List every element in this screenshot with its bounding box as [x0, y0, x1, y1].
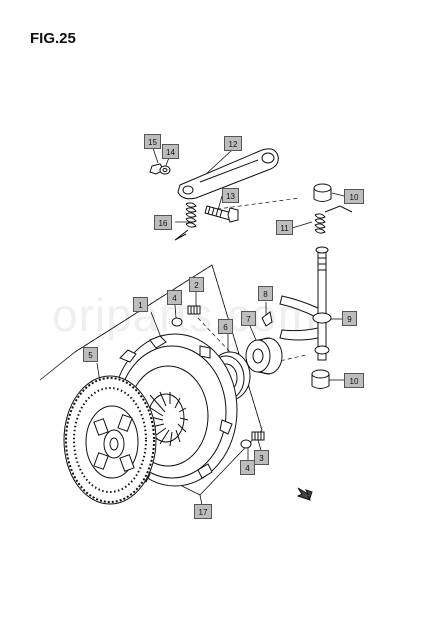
bolt	[204, 205, 239, 223]
callout-12: 12	[224, 136, 242, 151]
callout-16: 16	[154, 215, 172, 230]
clutch-disc	[63, 375, 157, 505]
bolt-upper	[187, 305, 201, 315]
callout-13: 13	[222, 188, 239, 203]
release-bearing	[245, 337, 283, 375]
assembly-outline	[39, 264, 263, 496]
callout-2: 2	[189, 277, 204, 292]
figure-title: FIG.25	[30, 30, 76, 47]
direction-arrow-icon	[296, 487, 313, 501]
callout-1: 1	[133, 297, 148, 312]
torsion-spring	[314, 205, 353, 234]
bushing-lower	[311, 369, 330, 389]
washer-lower	[240, 439, 252, 449]
release-lever	[177, 148, 279, 200]
callout-14: 14	[162, 144, 179, 159]
callout-15: 15	[144, 134, 161, 149]
callout-6: 6	[218, 319, 233, 334]
callout-3: 3	[254, 450, 269, 465]
nut-washer	[149, 163, 171, 175]
callout-10-upper: 10	[344, 189, 364, 204]
callout-11: 11	[276, 220, 293, 235]
release-shaft	[279, 246, 332, 361]
callout-5: 5	[83, 347, 98, 362]
bushing-upper	[313, 183, 332, 202]
callout-8: 8	[258, 286, 273, 301]
callout-9: 9	[342, 311, 357, 326]
callout-4-lower: 4	[240, 460, 255, 475]
return-spring	[174, 202, 197, 241]
washer-upper	[171, 317, 183, 327]
clip	[261, 311, 273, 327]
callout-10-lower: 10	[344, 373, 364, 388]
callout-17: 17	[194, 504, 212, 519]
bolt-lower	[251, 431, 265, 441]
callout-4-upper: 4	[167, 290, 182, 305]
callout-7: 7	[241, 311, 256, 326]
